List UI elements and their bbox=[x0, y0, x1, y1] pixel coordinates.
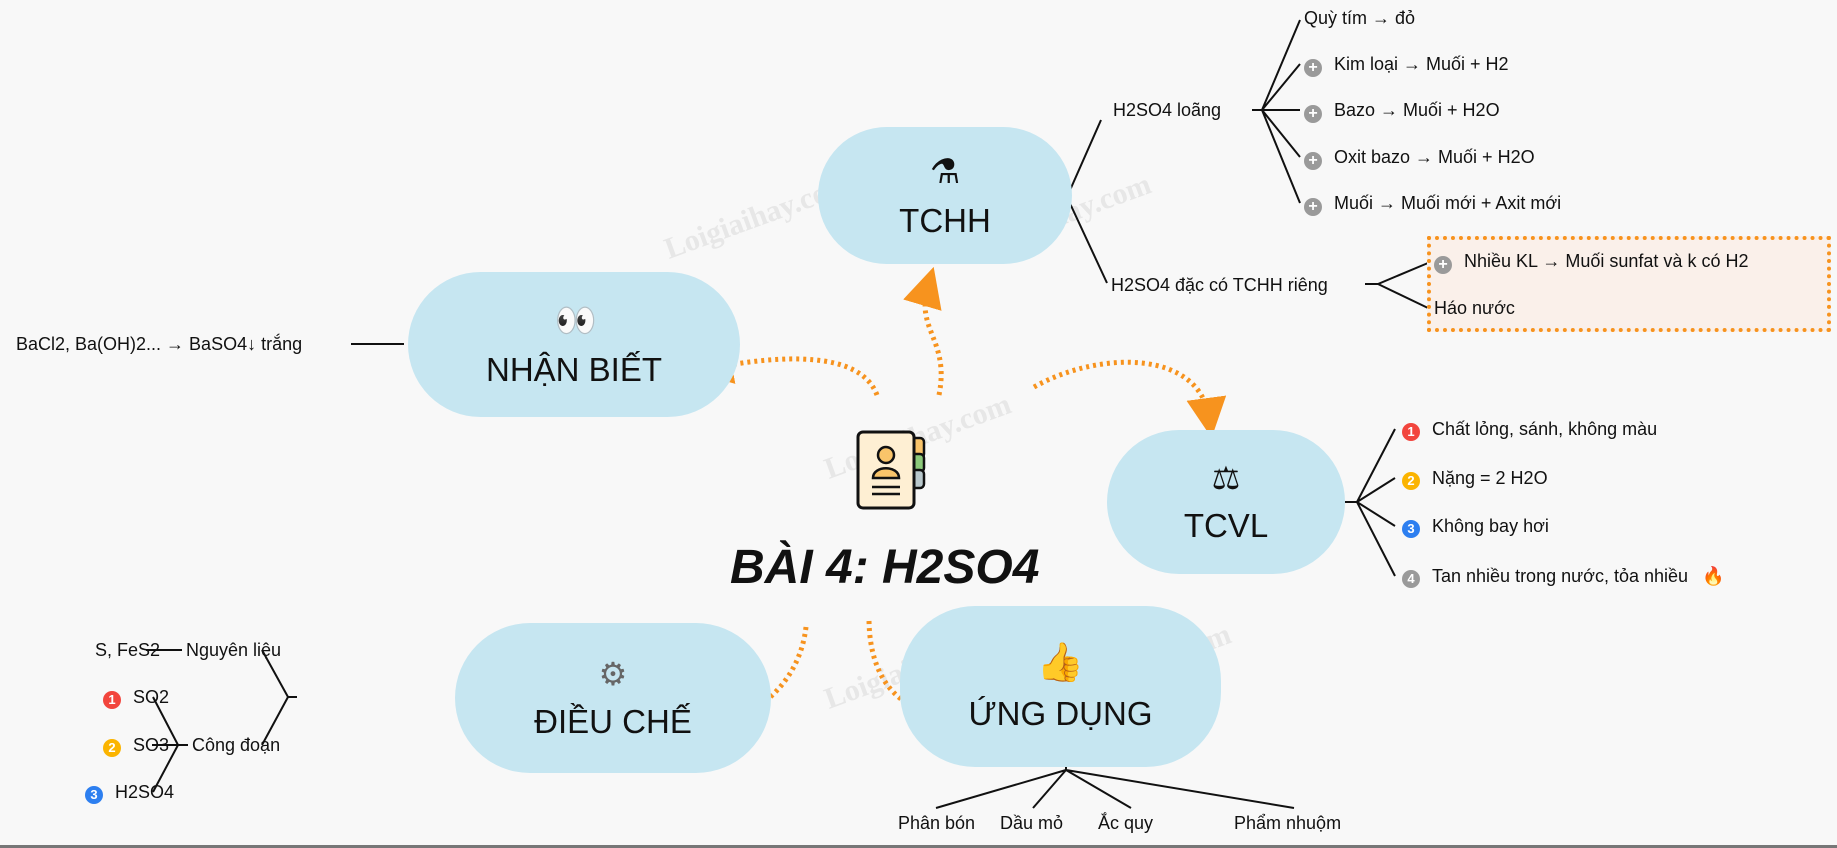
list-item[interactable]: S, FeS2 bbox=[95, 640, 161, 660]
list-item[interactable]: Dầu mỏ bbox=[1000, 813, 1064, 833]
list-item[interactable]: + Nhiều KL → Muối sunfat và k có H2 bbox=[1434, 250, 1748, 274]
node-tcvl[interactable]: ⚖ TCVL bbox=[1107, 430, 1345, 574]
list-item[interactable]: 2 SO3 bbox=[103, 734, 169, 757]
item-text: Nhiều KL → Muối sunfat và k có H2 bbox=[1464, 251, 1749, 271]
map-title: BÀI 4: H2SO4 bbox=[730, 541, 1040, 594]
item-text: Muối → Muối mới + Axit mới bbox=[1334, 193, 1562, 213]
number-badge-icon: 2 bbox=[103, 739, 121, 757]
item-text: SO2 bbox=[133, 687, 170, 707]
list-item[interactable]: 4 Tan nhiều trong nước, tỏa nhiều 🔥 bbox=[1402, 565, 1724, 588]
number-badge-icon: 2 bbox=[1402, 472, 1420, 490]
item-text: Nặng = 2 H2O bbox=[1432, 468, 1548, 488]
list-item[interactable]: + Bazo → Muối + H2O bbox=[1304, 99, 1500, 123]
branch-h2so4-loang[interactable]: H2SO4 loãng bbox=[1113, 100, 1222, 120]
branch-h2so4-dac[interactable]: H2SO4 đặc có TCHH riêng bbox=[1111, 275, 1328, 295]
number-badge-icon: 3 bbox=[85, 786, 103, 804]
expand-plus-icon[interactable]: + bbox=[1304, 105, 1322, 123]
list-item[interactable]: + Oxit bazo → Muối + H2O bbox=[1304, 146, 1535, 170]
item-text: Kim loại → Muối + H2 bbox=[1334, 54, 1509, 74]
list-item[interactable]: 3 Không bay hơi bbox=[1402, 515, 1549, 538]
arrow-to-tcvl bbox=[1032, 359, 1227, 438]
item-text: Tan nhiều trong nước, tỏa nhiều bbox=[1432, 566, 1689, 586]
list-item[interactable]: + Kim loại → Muối + H2 bbox=[1304, 53, 1509, 77]
number-badge-icon: 3 bbox=[1402, 520, 1420, 538]
fire-icon: 🔥 bbox=[1702, 566, 1725, 586]
arrow-to-tchh bbox=[903, 266, 944, 396]
node-nhan-biet[interactable]: 👀 NHẬN BIẾT bbox=[408, 272, 740, 417]
scale-icon: ⚖ bbox=[1211, 460, 1241, 496]
eyes-icon: 👀 bbox=[554, 301, 597, 340]
number-badge-icon: 4 bbox=[1402, 570, 1420, 588]
list-item[interactable]: Quỳ tím → đỏ bbox=[1304, 8, 1416, 28]
number-badge-icon: 1 bbox=[103, 691, 121, 709]
center-notebook-icon bbox=[856, 430, 928, 510]
node-label: NHẬN BIẾT bbox=[485, 350, 663, 388]
highlight-box bbox=[1427, 236, 1831, 332]
item-text: Chất lỏng, sánh, không màu bbox=[1432, 419, 1658, 439]
node-label: TCHH bbox=[899, 201, 991, 239]
expand-plus-icon[interactable]: + bbox=[1304, 198, 1322, 216]
node-dieu-che[interactable]: ⚙ ĐIỀU CHẾ bbox=[455, 623, 771, 773]
arrow-to-nhan-biet bbox=[692, 344, 880, 396]
item-text: Oxit bazo → Muối + H2O bbox=[1334, 147, 1535, 167]
item-text: Bazo → Muối + H2O bbox=[1334, 100, 1500, 120]
expand-plus-icon[interactable]: + bbox=[1304, 59, 1322, 77]
number-badge-icon: 1 bbox=[1402, 423, 1420, 441]
node-label: ĐIỀU CHẾ bbox=[534, 703, 692, 740]
list-item[interactable]: Háo nước bbox=[1434, 298, 1515, 318]
list-item[interactable]: + Muối → Muối mới + Axit mới bbox=[1304, 192, 1561, 216]
branch-nguyen-lieu[interactable]: Nguyên liệu bbox=[186, 640, 282, 660]
node-tchh[interactable]: ⚗ TCHH bbox=[818, 127, 1072, 264]
list-item[interactable]: Phẩm nhuộm bbox=[1234, 813, 1342, 833]
list-item[interactable]: Ắc quy bbox=[1098, 813, 1154, 833]
list-item[interactable]: Phân bón bbox=[898, 813, 976, 833]
item-text: SO3 bbox=[133, 735, 170, 755]
node-ung-dung[interactable]: 👍 ỨNG DỤNG bbox=[900, 606, 1221, 767]
list-item[interactable]: 1 Chất lỏng, sánh, không màu bbox=[1402, 418, 1657, 441]
branch-cong-doan[interactable]: Công đoạn bbox=[192, 735, 281, 755]
list-item[interactable]: 3 H2SO4 bbox=[85, 781, 174, 804]
list-item[interactable]: 2 Nặng = 2 H2O bbox=[1402, 467, 1548, 490]
item-text: H2SO4 bbox=[115, 782, 175, 802]
gears-icon: ⚙ bbox=[598, 656, 628, 692]
item-text: Không bay hơi bbox=[1432, 516, 1549, 536]
node-label: TCVL bbox=[1183, 507, 1269, 544]
expand-plus-icon[interactable]: + bbox=[1304, 152, 1322, 170]
list-item[interactable]: 1 SO2 bbox=[103, 686, 169, 709]
thumbs-up-icon: 👍 bbox=[1036, 641, 1085, 684]
node-label: ỨNG DỤNG bbox=[968, 694, 1153, 732]
list-item[interactable]: BaCl2, Ba(OH)2... → BaSO4↓ trắng bbox=[16, 334, 303, 354]
expand-plus-icon[interactable]: + bbox=[1434, 256, 1452, 274]
flask-icon: ⚗ bbox=[929, 152, 961, 191]
